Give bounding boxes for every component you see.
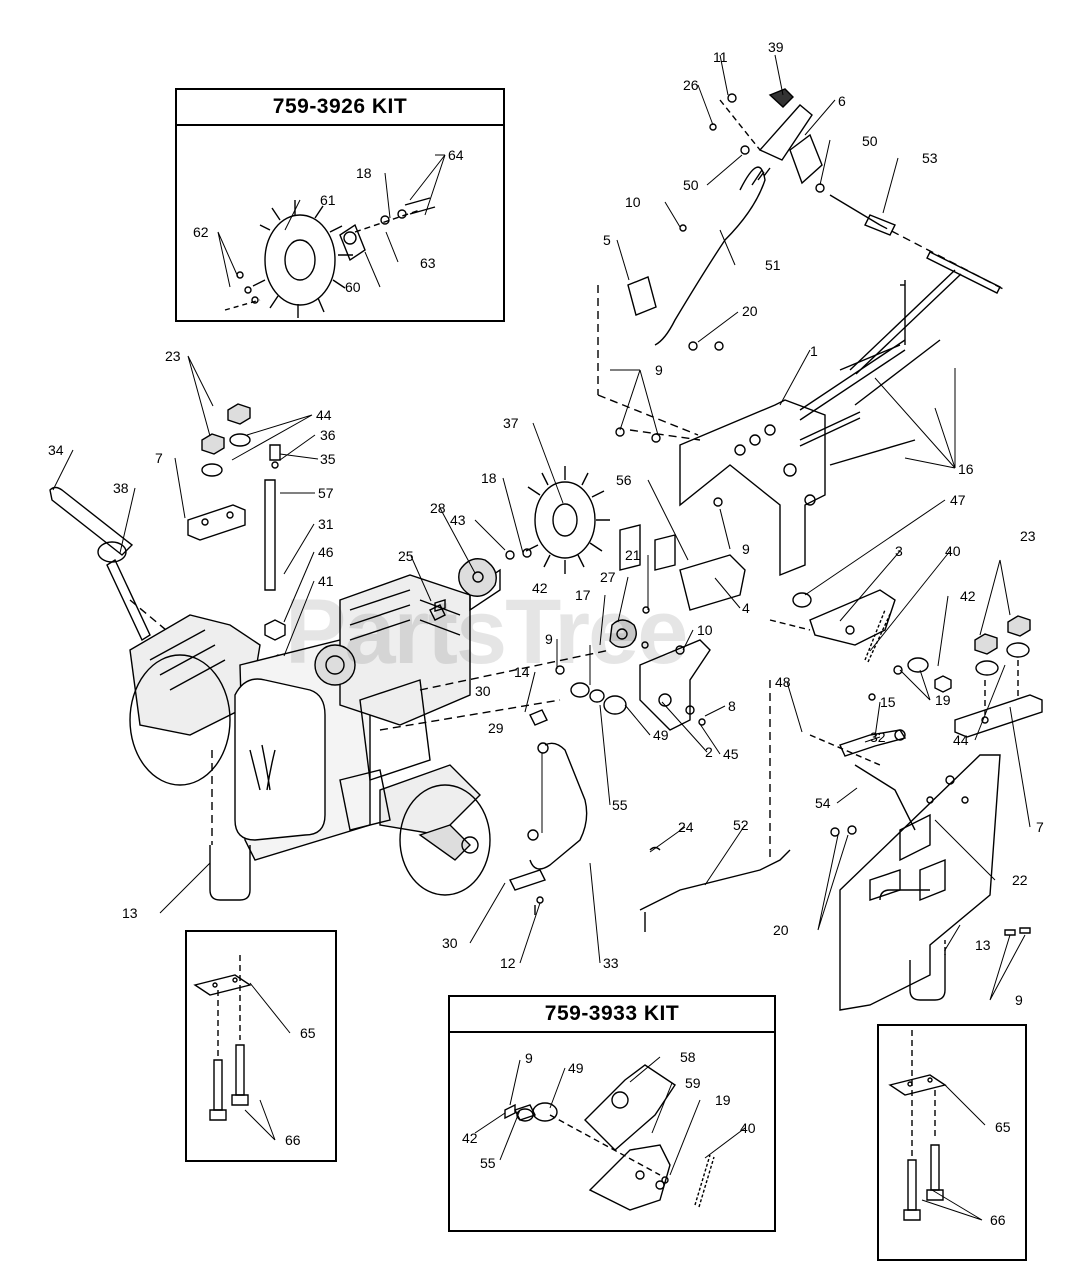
control-lever-assembly [597,88,1006,436]
right-side-plate [639,680,1031,1011]
bolt-kit-box-right [877,1024,1027,1261]
kit-759-3926-title: 759-3926 KIT [177,90,503,126]
right-linkage [769,589,1043,738]
bolt-kit-box-left [185,930,337,1162]
kit-759-3926-box: 759-3926 KIT [175,88,505,322]
watermark: PartsTree [285,581,688,683]
kit-759-3933-title: 759-3933 KIT [450,997,774,1033]
main-bracket [615,269,962,577]
kit-759-3933-box: 759-3933 KIT [448,995,776,1232]
transmission-assembly [129,568,611,901]
